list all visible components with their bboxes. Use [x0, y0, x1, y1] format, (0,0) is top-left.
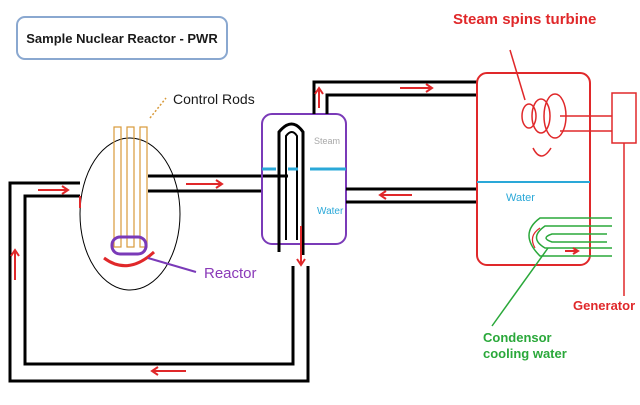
primary-loop-pipes	[8, 174, 310, 383]
primary-pipe-left-inner	[23, 194, 295, 366]
turbine-rotor	[521, 93, 612, 139]
diagram-title: Sample Nuclear Reactor - PWR	[16, 16, 228, 60]
reactor-flow-arrow	[103, 250, 156, 268]
condensor-label-line2: cooling water	[483, 346, 567, 361]
secondary-loop-pipes	[312, 80, 477, 204]
control-rods-label: Control Rods	[173, 91, 255, 107]
reactor-core	[110, 235, 148, 256]
steam-label: Steam	[314, 136, 341, 146]
condenser-pointer	[491, 247, 549, 327]
primary-pipe-left-outer	[8, 181, 310, 383]
condensor-label-line1: Condensor	[483, 330, 552, 345]
turbine-water-label: Water	[506, 192, 535, 204]
condenser-coil	[528, 217, 612, 257]
flow-arrows	[10, 83, 580, 376]
condenser-flow-arrow	[531, 227, 541, 249]
control-rods-pointer	[149, 97, 167, 119]
steam-generator-u-tube	[277, 122, 305, 255]
turbine-housing	[476, 72, 591, 266]
reactor-vessel	[79, 137, 181, 291]
turbine-rotation-arrow	[532, 147, 552, 157]
reactor-label: Reactor	[204, 265, 257, 282]
reactor-pointer	[147, 257, 197, 273]
control-rods	[113, 126, 148, 248]
steam-turbine-pointer	[509, 49, 526, 101]
generator-label: Generator	[573, 298, 636, 313]
generator-box	[611, 92, 637, 144]
steam-generator-water-label: Water	[317, 206, 344, 217]
steam-generator-u-tube-inner	[285, 131, 298, 240]
steam-turbine-label: Steam spins turbine	[453, 11, 597, 28]
condensor-label: Condensor cooling water	[483, 330, 603, 362]
